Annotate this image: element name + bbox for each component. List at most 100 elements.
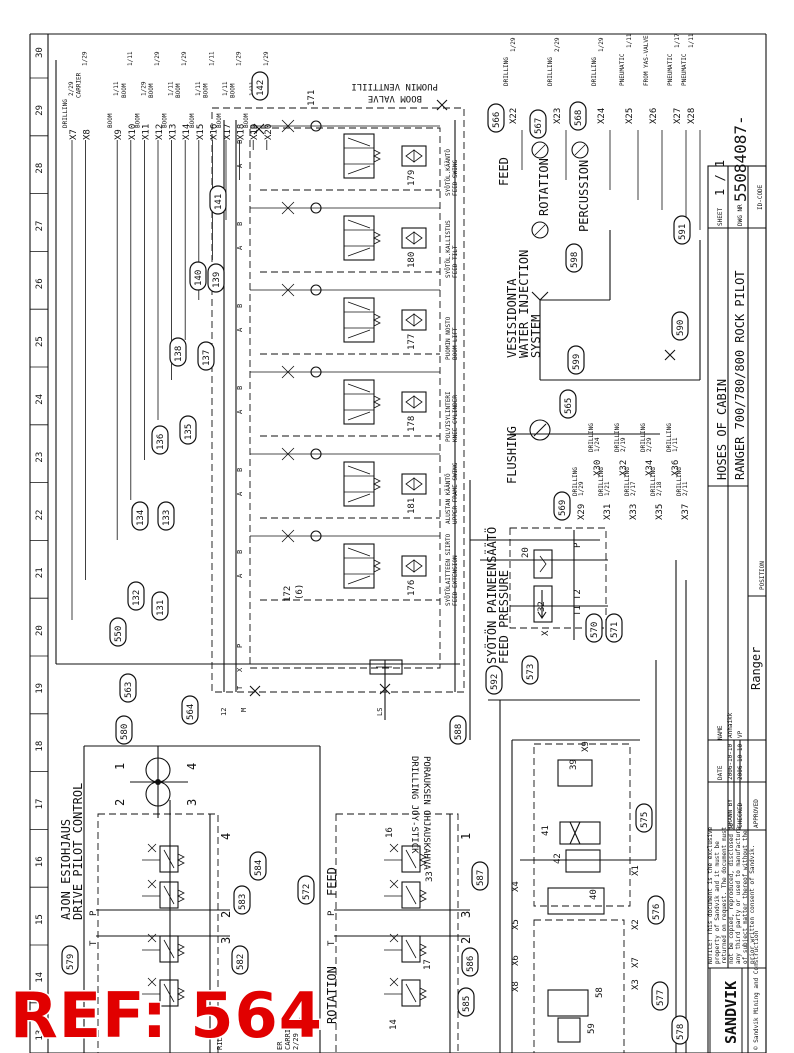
connector-id-X20: X20 bbox=[264, 124, 274, 140]
column-number-23-group: 23 bbox=[35, 452, 45, 463]
bubble-outline bbox=[553, 491, 571, 521]
hose-bubble-138: 138 bbox=[169, 337, 187, 367]
supply-lines bbox=[55, 60, 701, 740]
title-block-text: SHEET 1 / 1 DWG NR 55084087- ID-CODE HOS… bbox=[707, 115, 766, 1050]
bubble-number-140: 140 bbox=[194, 270, 204, 286]
bubble-number-580: 580 bbox=[120, 724, 130, 740]
bubble-number-569: 569 bbox=[558, 500, 568, 516]
cut-label-ril: RIL bbox=[216, 1037, 224, 1050]
bubble-outline bbox=[487, 103, 505, 133]
bubble-outline bbox=[249, 851, 267, 881]
bubble-number-578: 578 bbox=[676, 1024, 686, 1040]
drill-conn-ref-X36-group: 1/11 bbox=[672, 437, 679, 452]
drill-conn-desc-X29-group: DRILLING bbox=[572, 467, 579, 496]
port-b-1-group: B bbox=[236, 468, 244, 472]
component-14: 14 bbox=[389, 1019, 399, 1030]
bottom-conn-X9: X9 bbox=[581, 741, 591, 752]
cartridge-body bbox=[401, 881, 421, 909]
cartridge-spring bbox=[419, 943, 427, 957]
bubble-number-575-group: 575 bbox=[640, 812, 650, 828]
bubble-number-136-group: 136 bbox=[156, 434, 166, 450]
bubble-number-577: 577 bbox=[656, 990, 666, 1006]
bubble-number-592: 592 bbox=[490, 674, 500, 690]
bubble-outline bbox=[231, 945, 249, 975]
bubble-number-571: 571 bbox=[610, 622, 620, 638]
hose-bubble-591: 591 bbox=[673, 215, 691, 245]
checked-name: VP bbox=[737, 730, 744, 738]
right-conn-desc-X26-group: FROM YAS-VALVE bbox=[643, 35, 650, 86]
bubble-outline bbox=[529, 109, 547, 139]
spring bbox=[373, 149, 381, 163]
check-valve bbox=[401, 309, 427, 331]
hose-bubble-142: 142 bbox=[251, 71, 269, 101]
gauge-1 bbox=[571, 141, 589, 159]
connector-id-X15: X15 bbox=[196, 124, 206, 140]
port-a-1-group: A bbox=[236, 491, 244, 496]
cartridge-orifice bbox=[389, 933, 399, 943]
drill-conn-id-X33-group: X33 bbox=[629, 504, 639, 520]
bottom-conn-X1: X1 bbox=[631, 865, 641, 876]
connector-ref-X8-group: 1/29 bbox=[82, 51, 89, 66]
hose-bubble-564: 564 bbox=[181, 695, 199, 725]
feed-pressure-title-en: FEED PRESSURE bbox=[497, 570, 511, 664]
boom-valve-title-en: BOOM VALVE bbox=[368, 93, 422, 103]
hose-bubble-566: 566 bbox=[487, 103, 505, 133]
approved-label: APPROVED bbox=[753, 799, 760, 828]
hose-bubble-580: 580 bbox=[115, 715, 133, 745]
cartridge-body bbox=[159, 979, 179, 1007]
connector-id-X9: X9 bbox=[114, 129, 124, 140]
valve-desc-fi-179: SYÖTÖL.KÄÄNTÖ bbox=[445, 149, 452, 196]
connector-desc-X11-group: BOOM bbox=[134, 113, 141, 128]
notice-line: not be copied, reproduced, disclosed to bbox=[728, 823, 735, 964]
column-number-21-group: 21 bbox=[35, 567, 45, 578]
hose-bubble-134: 134 bbox=[131, 501, 149, 531]
bubble-number-583: 583 bbox=[238, 894, 248, 910]
feed-port-x: X bbox=[541, 630, 551, 636]
drive-pilot-port-p: P bbox=[89, 910, 99, 916]
connector-desc-X17-group: BOOM bbox=[216, 113, 223, 128]
column-number-27: 27 bbox=[35, 221, 45, 232]
bubble-number-585-group: 585 bbox=[462, 996, 472, 1012]
column-number-30-group: 30 bbox=[35, 47, 45, 58]
connector-ref-X12-group: 1/29 bbox=[154, 51, 161, 66]
pilot-cartridge bbox=[384, 977, 427, 1007]
right-conn-id-X22-group: X22 bbox=[509, 108, 519, 124]
cartridge-spring bbox=[419, 889, 427, 903]
connector-id-X20-group: X20 bbox=[264, 124, 274, 140]
port-b-3: B bbox=[236, 304, 244, 308]
right-conn-id-X23-group: X23 bbox=[553, 108, 563, 124]
column-number-20: 20 bbox=[35, 625, 45, 636]
port-a-0-group: A bbox=[236, 573, 244, 578]
drill-conn-ref-X29-group: 1/29 bbox=[578, 481, 585, 496]
connector-desc-X11: BOOM bbox=[134, 113, 141, 128]
component-41: 41 bbox=[541, 825, 551, 836]
port-a-4: A bbox=[236, 245, 244, 250]
bottom-conn-X5-group: X5 bbox=[511, 919, 521, 930]
bubble-outline bbox=[109, 617, 127, 647]
right-conn-id-X28-group: X28 bbox=[687, 108, 697, 124]
ls-port-label: LS bbox=[376, 708, 384, 716]
valve-id-178: 178 bbox=[407, 416, 417, 432]
valve-id-176: 176 bbox=[407, 580, 417, 596]
check-valve bbox=[401, 227, 427, 249]
bubble-number-136: 136 bbox=[156, 434, 166, 450]
connector-desc-X14-group: BOOM bbox=[175, 83, 182, 98]
check-arrow bbox=[405, 313, 423, 327]
column-number-14: 14 bbox=[35, 972, 45, 983]
valve-desc-en-178: KNEE CYLINDER bbox=[452, 395, 459, 442]
bubble-number-599-group: 599 bbox=[572, 354, 582, 370]
bubble-number-591-group: 591 bbox=[678, 224, 688, 240]
valve-172-label: 172 bbox=[283, 586, 293, 602]
valve-172-sub: (6) bbox=[295, 584, 305, 600]
pressure-gauges bbox=[531, 141, 589, 239]
cartridge-spring bbox=[177, 987, 185, 1001]
connector-desc-X19-group: BOOM bbox=[243, 113, 250, 128]
component-20-group: 20 bbox=[521, 547, 531, 558]
percussion-gauge-label: PERCUSSION bbox=[577, 160, 591, 232]
bottom-conn-X8: X8 bbox=[511, 981, 521, 992]
bubble-number-141-group: 141 bbox=[214, 194, 224, 210]
bubble-number-584: 584 bbox=[254, 860, 264, 876]
right-conn-id-X25-group: X25 bbox=[625, 108, 635, 124]
joystick-title-en: DRILLING JOY-STICK bbox=[409, 756, 419, 854]
connector-id-X13-group: X13 bbox=[169, 124, 179, 140]
